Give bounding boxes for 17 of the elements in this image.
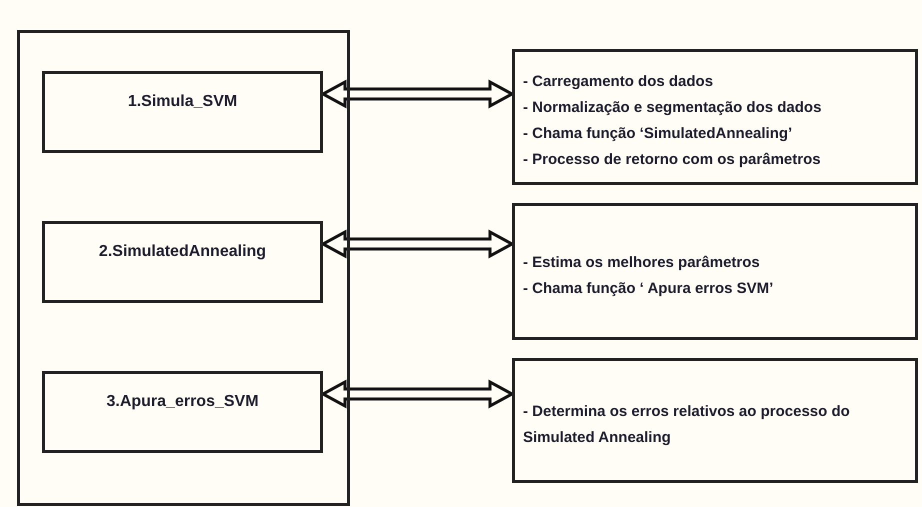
description-text: - Normalização e segmentação dos dados: [523, 98, 822, 118]
description-box: [512, 49, 918, 185]
module-box: [42, 71, 323, 153]
module-box: [42, 371, 323, 453]
description-box: [512, 203, 918, 340]
description-text: - Chama função ‘SimulatedAnnealing’: [523, 124, 794, 144]
description-text: - Estima os melhores parâmetros: [523, 252, 761, 272]
description-box: [512, 358, 918, 483]
description-text: - Chama função ‘ Apura erros SVM’: [523, 278, 774, 298]
module-box: [42, 221, 323, 303]
description-text: - Carregamento dos dados: [523, 72, 714, 92]
module-container: [17, 30, 350, 506]
description-text: - Determina os erros relativos ao processo do Simulated Annealing: [523, 402, 851, 448]
module-title: 2.SimulatedAnnealing: [98, 242, 266, 262]
module-title: 1.Simula_SVM: [128, 92, 238, 112]
description-text: - Processo de retorno com os parâmetros: [523, 150, 822, 170]
module-title: 3.Apura_erros_SVM: [106, 392, 259, 412]
